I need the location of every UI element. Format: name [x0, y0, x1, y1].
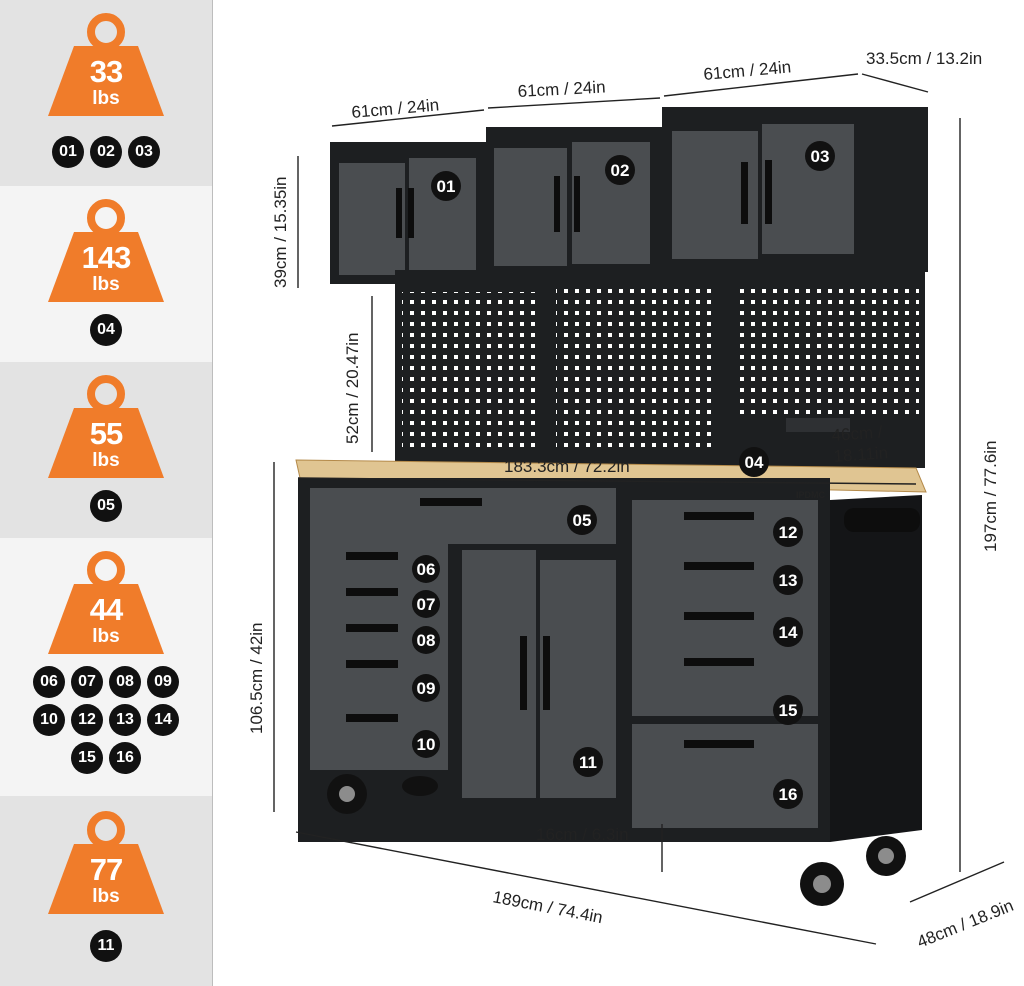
- weight-icon: 55 lbs: [44, 372, 168, 490]
- part-marker-09: 09: [417, 679, 436, 698]
- weight-unit: lbs: [92, 274, 120, 295]
- part-marker-01: 01: [437, 177, 456, 196]
- part-markers: 01 02 03 04 05 06 07 08 09 10 11 12 13 1…: [412, 141, 835, 809]
- part-badge: 12: [71, 704, 103, 736]
- dim-cabinet-width-3: 61cm / 24in: [703, 57, 792, 84]
- weight-row-33: 33 lbs 01 02 03: [0, 0, 212, 186]
- dim-total-depth: 48cm / 18.9in: [914, 896, 1016, 952]
- brand-label: IPDMC: [796, 490, 826, 500]
- weight-value: 77: [89, 852, 123, 887]
- part-marker-02: 02: [611, 161, 630, 180]
- dim-total-width: 189cm / 74.4in: [491, 887, 604, 927]
- part-marker-07: 07: [417, 595, 436, 614]
- weight-icon: 33 lbs: [44, 10, 168, 128]
- dim-cabinet-width-2: 61cm / 24in: [517, 77, 606, 101]
- part-badge: 05: [90, 490, 122, 522]
- part-badge: 08: [109, 666, 141, 698]
- part-marker-10: 10: [417, 735, 436, 754]
- part-badge: 16: [109, 742, 141, 774]
- part-badge: 13: [109, 704, 141, 736]
- part-marker-06: 06: [417, 560, 436, 579]
- part-marker-03: 03: [811, 147, 830, 166]
- base-cabinet: [298, 478, 922, 842]
- weight-value: 44: [89, 592, 123, 627]
- workbench-diagram: 61cm / 24in 61cm / 24in 61cm / 24in 33.5…: [247, 49, 1016, 952]
- part-badges: 06 07 08 09 10 12 13 14 15 16: [16, 666, 196, 774]
- weight-row-44: 44 lbs 06 07 08 09 10 12 13 14 15 16: [0, 538, 212, 796]
- weight-unit: lbs: [92, 450, 120, 471]
- part-marker-05: 05: [573, 511, 592, 530]
- weight-icon: 44 lbs: [44, 548, 168, 666]
- part-badge: 10: [33, 704, 65, 736]
- part-badges: 04: [0, 314, 212, 346]
- part-badge: 15: [71, 742, 103, 774]
- dimension-lines: [273, 73, 1005, 945]
- part-badges: 05: [0, 490, 212, 522]
- weight-unit: lbs: [92, 886, 120, 907]
- weight-value: 143: [81, 240, 132, 275]
- weight-panel: 33 lbs 01 02 03 143 lbs 04 55: [0, 0, 213, 986]
- dim-base-height: 106.5cm / 42in: [247, 622, 266, 734]
- part-badge: 04: [90, 314, 122, 346]
- part-marker-14: 14: [779, 623, 798, 642]
- part-marker-11: 11: [579, 753, 597, 772]
- weight-row-143: 143 lbs 04: [0, 186, 212, 362]
- dim-pegboard-height: 52cm / 20.47in: [343, 332, 362, 444]
- dim-worktop-depth-line1: 46cm /: [831, 422, 883, 445]
- part-badge: 03: [128, 136, 160, 168]
- part-marker-04: 04: [745, 453, 764, 472]
- weight-unit: lbs: [92, 88, 120, 109]
- part-badge: 11: [90, 930, 122, 962]
- dim-ground-clearance: 16cm / 6.3in: [536, 825, 629, 844]
- part-marker-15: 15: [779, 701, 798, 720]
- part-badge: 02: [90, 136, 122, 168]
- part-badges: 11: [0, 930, 212, 962]
- part-badge: 14: [147, 704, 179, 736]
- dim-worktop-depth-line2: 18.11in: [833, 443, 889, 466]
- part-badge: 09: [147, 666, 179, 698]
- casters: [327, 774, 906, 906]
- part-badge: 07: [71, 666, 103, 698]
- part-marker-08: 08: [417, 631, 436, 650]
- part-badge: 06: [33, 666, 65, 698]
- dim-cabinet-depth: 33.5cm / 13.2in: [866, 49, 982, 68]
- weight-row-77: 77 lbs 11: [0, 796, 212, 986]
- weight-value: 55: [89, 416, 123, 451]
- part-badges: 01 02 03: [0, 136, 212, 168]
- weight-icon: 77 lbs: [44, 808, 168, 926]
- wall-cabinets: [330, 107, 928, 284]
- dim-cabinet-width-1: 61cm / 24in: [351, 95, 440, 122]
- part-badge: 01: [52, 136, 84, 168]
- weight-row-55: 55 lbs 05: [0, 362, 212, 538]
- weight-unit: lbs: [92, 626, 120, 647]
- part-marker-16: 16: [779, 785, 798, 804]
- part-marker-12: 12: [779, 523, 798, 542]
- weight-value: 33: [89, 54, 123, 89]
- dim-cabinet-height: 39cm / 15.35in: [271, 176, 290, 288]
- dim-worktop-width: 183.3cm / 72.2in: [504, 457, 630, 476]
- pegboard: [395, 270, 925, 468]
- dim-total-height: 197cm / 77.6in: [981, 440, 1000, 552]
- weight-icon: 143 lbs: [44, 196, 168, 314]
- part-marker-13: 13: [779, 571, 798, 590]
